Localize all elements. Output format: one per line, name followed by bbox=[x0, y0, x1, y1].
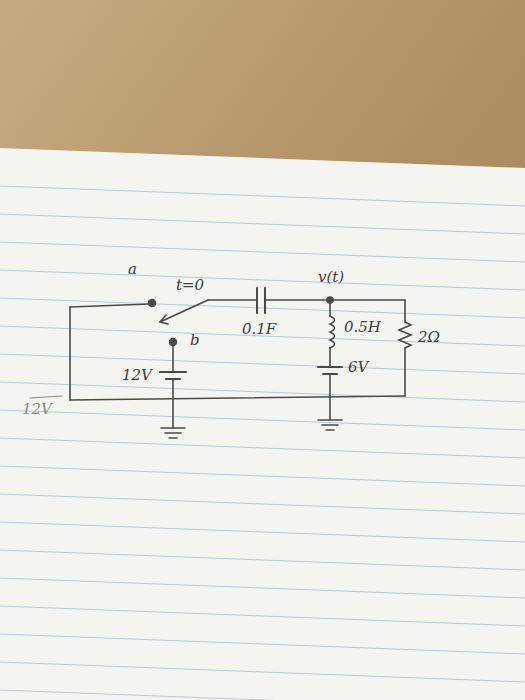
source-voltage: 6V bbox=[348, 360, 368, 375]
resistor-symbol bbox=[399, 322, 411, 348]
wire bbox=[70, 396, 405, 400]
wire bbox=[70, 304, 150, 307]
ruled-line bbox=[0, 410, 525, 430]
ruled-line bbox=[0, 690, 525, 700]
ruled-line bbox=[0, 466, 525, 486]
battery-symbol bbox=[160, 372, 186, 379]
wire bbox=[329, 300, 331, 316]
wire bbox=[172, 345, 174, 372]
ruled-line bbox=[0, 382, 525, 402]
ruled-line bbox=[0, 242, 525, 262]
terminal-label: a bbox=[128, 262, 137, 277]
ruled-line bbox=[0, 606, 525, 626]
switch-blade bbox=[160, 300, 208, 322]
ruled-line bbox=[0, 662, 525, 682]
ruled-line bbox=[0, 634, 525, 654]
wire bbox=[404, 348, 406, 396]
ruled-line bbox=[0, 214, 525, 234]
ruled-line bbox=[0, 354, 525, 374]
battery-symbol bbox=[318, 367, 342, 374]
wire bbox=[404, 300, 406, 322]
ruled-line bbox=[0, 550, 525, 570]
wire bbox=[172, 379, 174, 428]
ground-symbol bbox=[161, 428, 185, 438]
ruled-line bbox=[0, 522, 525, 542]
source-voltage: 12V bbox=[122, 368, 152, 383]
scribble bbox=[30, 396, 62, 398]
wire bbox=[265, 299, 405, 301]
ruled-line bbox=[0, 578, 525, 598]
inductance-value: 0.5H bbox=[344, 320, 381, 335]
ruled-line bbox=[0, 298, 525, 318]
switch-terminal bbox=[149, 300, 156, 307]
switch-arrow bbox=[160, 315, 168, 324]
ruled-line bbox=[0, 438, 525, 458]
node-voltage: v(t) bbox=[318, 270, 344, 285]
terminal-label: b bbox=[190, 333, 200, 348]
ground-symbol bbox=[318, 420, 342, 430]
scribble-note: 12V bbox=[22, 402, 52, 417]
ruled-lines bbox=[0, 186, 525, 700]
ruled-line bbox=[0, 270, 525, 290]
ruled-line bbox=[0, 186, 525, 206]
inductor-symbol bbox=[330, 316, 335, 348]
wire bbox=[208, 299, 256, 301]
capacitance-value: 0.1F bbox=[242, 322, 276, 337]
ruled-line bbox=[0, 494, 525, 514]
circuit-wires bbox=[30, 288, 411, 438]
wire bbox=[69, 307, 71, 400]
capacitor-symbol bbox=[257, 288, 265, 313]
switch-time: t=0 bbox=[176, 278, 204, 293]
resistance-value: 2Ω bbox=[418, 330, 440, 345]
wire bbox=[329, 348, 331, 367]
wire bbox=[329, 374, 331, 420]
notebook-paper bbox=[0, 148, 525, 700]
